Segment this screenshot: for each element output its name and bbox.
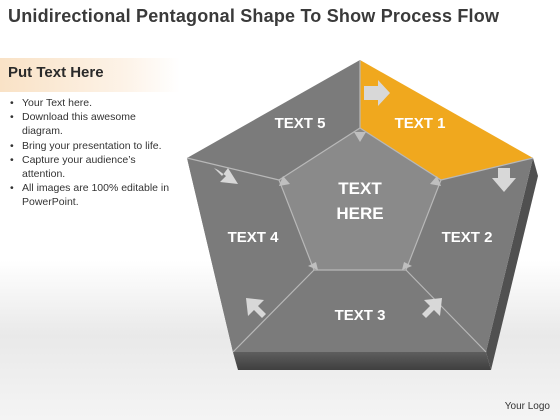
bullet-item: All images are 100% editable in PowerPoi…	[8, 181, 176, 209]
arrow-down-left-icon	[422, 298, 442, 318]
arrow-down-icon	[354, 132, 366, 142]
segment-1-label: TEXT 1	[395, 115, 446, 132]
pentagon-side-bottom	[233, 352, 491, 370]
bullet-list: Your Text here. Download this awesome di…	[8, 96, 176, 210]
arrow-left-icon	[430, 176, 441, 186]
arrow-right-icon	[364, 80, 390, 106]
center-label-line1: TEXT	[338, 179, 382, 198]
bullet-item: Your Text here.	[8, 96, 176, 110]
slide-title: Unidirectional Pentagonal Shape To Show …	[8, 6, 500, 26]
arrow-right-icon	[279, 176, 290, 186]
segment-2	[406, 158, 533, 352]
center-pentagon	[279, 128, 441, 270]
arrow-up-left-icon	[402, 262, 412, 270]
segment-1	[360, 60, 533, 180]
segment-dividers	[186, 60, 534, 353]
pentagon-side-right	[486, 158, 538, 370]
arrow-down-icon	[492, 168, 516, 192]
center-label-line2: HERE	[336, 204, 383, 223]
flow-arrows	[214, 80, 516, 318]
arrow-up-left-icon	[246, 298, 266, 318]
segment-4	[187, 158, 314, 352]
arrow-up-right-icon	[214, 168, 238, 184]
segment-3-label: TEXT 3	[335, 307, 386, 324]
bullet-item: Bring your presentation to life.	[8, 139, 176, 153]
arrow-up-right-icon	[308, 262, 318, 270]
logo-placeholder: Your Logo	[504, 401, 550, 412]
bullet-item: Capture your audience’s attention.	[8, 153, 176, 181]
center-arrows	[279, 132, 441, 270]
segment-3	[233, 270, 486, 352]
side-panel-background	[0, 58, 180, 92]
segment-5-label: TEXT 5	[275, 115, 326, 132]
segment-2-label: TEXT 2	[442, 229, 493, 246]
segment-5	[187, 60, 360, 180]
bullet-item: Download this awesome diagram.	[8, 110, 176, 138]
side-heading: Put Text Here	[8, 64, 104, 81]
segment-4-label: TEXT 4	[228, 229, 280, 246]
